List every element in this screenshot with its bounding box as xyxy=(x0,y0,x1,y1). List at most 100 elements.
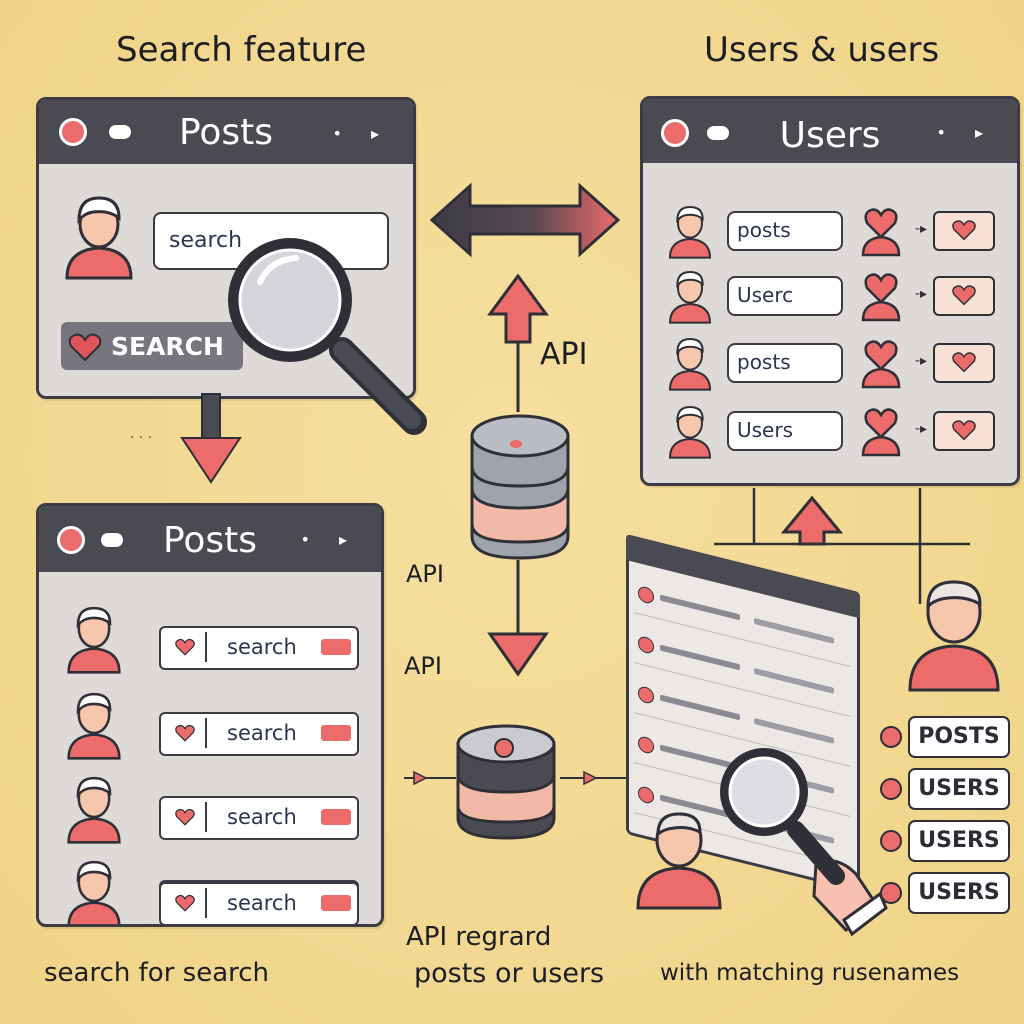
result-tag xyxy=(321,809,351,825)
person-small-icon xyxy=(636,812,722,910)
heart-icon xyxy=(165,888,207,918)
down-arrow-icon: · · · xyxy=(130,393,242,484)
heart-icon xyxy=(952,420,976,441)
user-avatar-icon xyxy=(668,405,712,459)
window-title-bar: Posts • ▸ xyxy=(39,100,413,164)
heart-icon xyxy=(165,802,207,832)
heart-icon xyxy=(68,333,102,362)
favorite-badge[interactable] xyxy=(933,211,995,251)
user-avatar-icon xyxy=(67,606,121,674)
user-row[interactable]: Userc-▸ xyxy=(643,264,1017,334)
heart-icon xyxy=(175,808,195,826)
heading-users: Users & users xyxy=(704,30,940,70)
post-result-row[interactable]: search xyxy=(39,684,381,770)
window-title: Posts xyxy=(178,112,274,153)
pill-bullet-icon xyxy=(880,726,902,748)
result-pill[interactable]: POSTS xyxy=(908,716,1010,758)
search-result-field: search xyxy=(159,626,359,670)
caption-center-line1: API regrard xyxy=(406,922,552,952)
up-arrow-users-icon xyxy=(714,488,970,604)
heart-icon xyxy=(165,632,207,662)
post-result-row[interactable]: search xyxy=(39,768,381,854)
window-minimize-dot[interactable] xyxy=(707,126,729,140)
heart-user-icon xyxy=(859,337,903,389)
arrow-right-icon: -▸ xyxy=(915,221,928,237)
user-avatar-icon xyxy=(668,205,712,259)
window-minimize-dot[interactable] xyxy=(101,533,123,547)
arrow-right-icon: -▸ xyxy=(915,421,928,437)
search-result-field: search xyxy=(159,882,359,924)
bullet-icon xyxy=(638,684,654,705)
caption-center-line2: posts or users xyxy=(414,958,605,989)
user-avatar-icon xyxy=(67,692,121,760)
api-label-lower: API xyxy=(404,652,442,680)
favorite-badge[interactable] xyxy=(933,411,995,451)
pill-bullet-icon xyxy=(880,778,902,800)
bullet-icon xyxy=(638,784,654,805)
users-window: Users • ▸ posts-▸Userc-▸posts-▸Users-▸ xyxy=(640,96,1020,486)
user-row-field: posts xyxy=(727,343,843,383)
user-row-field: posts xyxy=(727,211,843,251)
api-label-middle: API xyxy=(406,560,444,588)
window-title-bar: Users • ▸ xyxy=(643,99,1017,163)
caption-right: with matching rusenames xyxy=(660,960,960,986)
window-title-bar: Posts • ▸ xyxy=(39,506,381,572)
up-arrow-icon xyxy=(487,273,549,412)
favorite-badge[interactable] xyxy=(933,343,995,383)
result-tag xyxy=(321,895,351,911)
search-button[interactable]: SEARCH xyxy=(61,322,243,370)
down-arrow-api-icon xyxy=(487,560,549,677)
window-controls-icon[interactable]: • ▸ xyxy=(332,124,391,143)
post-result-row[interactable]: search xyxy=(39,598,381,684)
user-row[interactable]: posts -▸ xyxy=(643,331,1017,401)
favorite-badge[interactable] xyxy=(933,276,995,316)
user-avatar-icon xyxy=(67,776,121,844)
pill-bullet-icon xyxy=(880,882,902,904)
heart-user-icon xyxy=(859,205,903,257)
heading-search-feature: Search feature xyxy=(116,30,367,70)
bullet-icon xyxy=(638,584,654,605)
result-pill[interactable]: USERS xyxy=(908,820,1010,862)
search-result-field: search xyxy=(159,796,359,840)
user-avatar-icon xyxy=(668,270,712,324)
result-pill[interactable]: USERS xyxy=(908,872,1010,914)
database-lower-icon xyxy=(456,724,556,840)
heart-user-icon xyxy=(859,405,903,457)
user-avatar-icon xyxy=(65,196,133,280)
post-result-row[interactable]: search xyxy=(39,854,381,924)
arrow-right-icon: -▸ xyxy=(915,353,928,369)
window-controls-icon[interactable]: • ▸ xyxy=(300,530,359,549)
heart-icon xyxy=(175,724,195,742)
heart-user-icon xyxy=(859,270,903,322)
svg-text:· · ·: · · · xyxy=(130,430,152,446)
bullet-icon xyxy=(638,734,654,755)
bullet-icon xyxy=(638,634,654,655)
user-row[interactable]: posts -▸ xyxy=(643,199,1017,269)
caption-left: search for search xyxy=(44,958,270,988)
window-controls-icon[interactable]: • ▸ xyxy=(936,123,995,142)
window-title: Posts xyxy=(162,520,258,561)
magnifier-hand-icon xyxy=(720,748,888,937)
window-close-dot[interactable] xyxy=(57,526,85,554)
pill-bullet-icon xyxy=(880,830,902,852)
person-icon xyxy=(908,580,1000,692)
heart-icon xyxy=(175,638,195,656)
user-row[interactable]: Users-▸ xyxy=(643,399,1017,469)
window-minimize-dot[interactable] xyxy=(109,125,131,139)
heart-icon xyxy=(952,285,976,306)
window-title: Users xyxy=(779,115,881,156)
posts-results-window: Posts • ▸ searchsearchsearchsearbsearch xyxy=(36,503,384,927)
database-icon xyxy=(470,414,570,560)
window-close-dot[interactable] xyxy=(661,119,689,147)
user-avatar-icon xyxy=(67,860,121,924)
search-result-field: search xyxy=(159,712,359,756)
heart-icon xyxy=(175,894,195,912)
result-tag xyxy=(321,639,351,655)
result-pill[interactable]: USERS xyxy=(908,768,1010,810)
user-row-field: Userc xyxy=(727,276,843,316)
posts-search-window: Posts • ▸ search SEARCH xyxy=(36,97,416,399)
heart-icon xyxy=(952,352,976,373)
user-avatar-icon xyxy=(668,337,712,391)
window-close-dot[interactable] xyxy=(59,118,87,146)
